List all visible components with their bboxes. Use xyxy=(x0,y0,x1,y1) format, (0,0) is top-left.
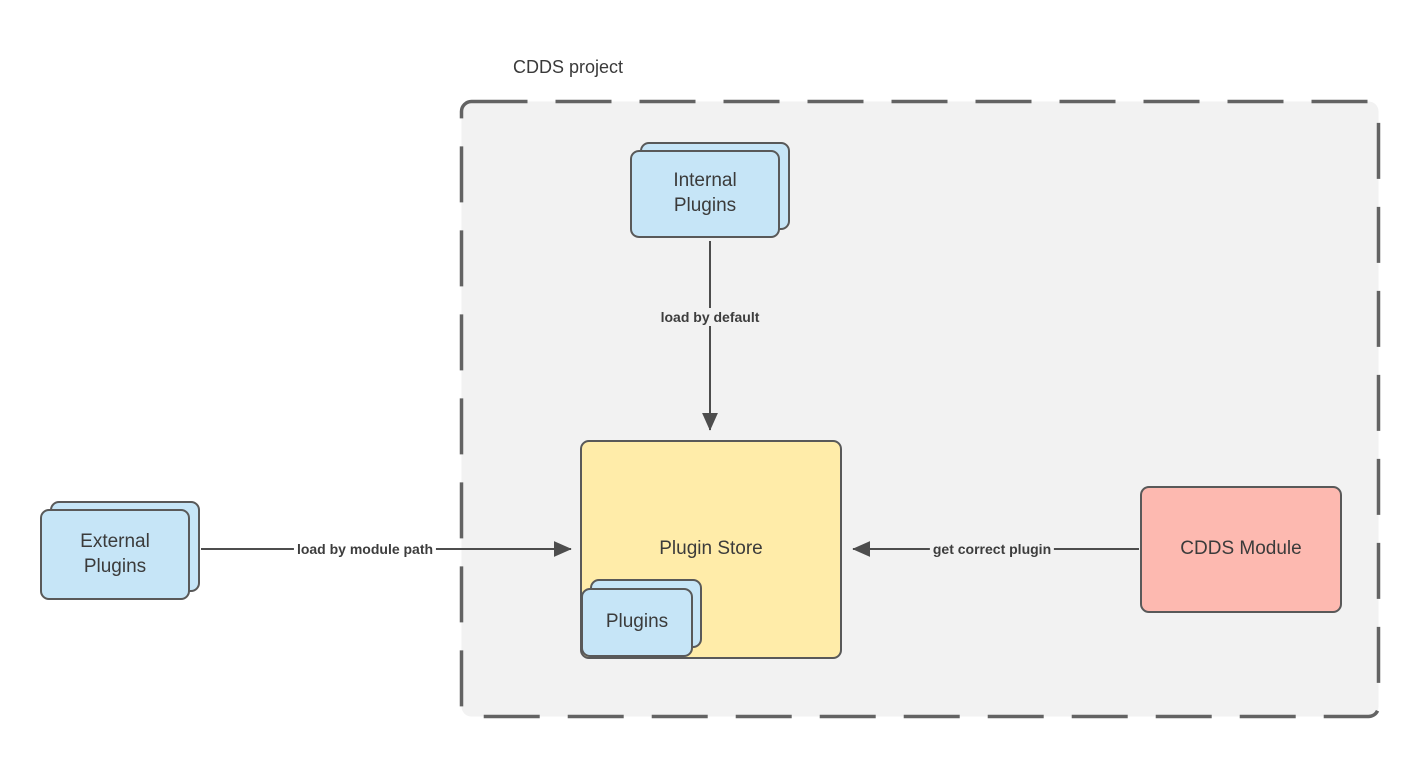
node-internal-plugins-front-layer: Internal Plugins xyxy=(630,150,780,238)
group-label-cdds-project: CDDS project xyxy=(513,57,624,77)
node-internal-plugins: Internal Plugins xyxy=(630,142,792,240)
node-external-plugins: External Plugins xyxy=(40,501,202,602)
node-external-plugins-front-layer: External Plugins xyxy=(40,509,190,600)
node-plugins-front-layer: Plugins xyxy=(581,588,693,657)
edge-label-get-correct-plugin: get correct plugin xyxy=(929,540,1055,558)
edge-label-load-by-module-path: load by module path xyxy=(293,540,437,558)
node-cdds-module-label: CDDS Module xyxy=(1180,538,1302,560)
node-external-plugins-label: External Plugins xyxy=(80,530,150,577)
node-plugins: Plugins xyxy=(581,579,703,659)
node-plugins-label: Plugins xyxy=(605,611,669,633)
edge-label-load-by-default: load by default xyxy=(657,308,763,326)
node-cdds-module: CDDS Module xyxy=(1140,486,1342,613)
node-internal-plugins-label: Internal Plugins xyxy=(673,170,737,216)
node-plugin-store-label: Plugin Store xyxy=(659,538,763,560)
